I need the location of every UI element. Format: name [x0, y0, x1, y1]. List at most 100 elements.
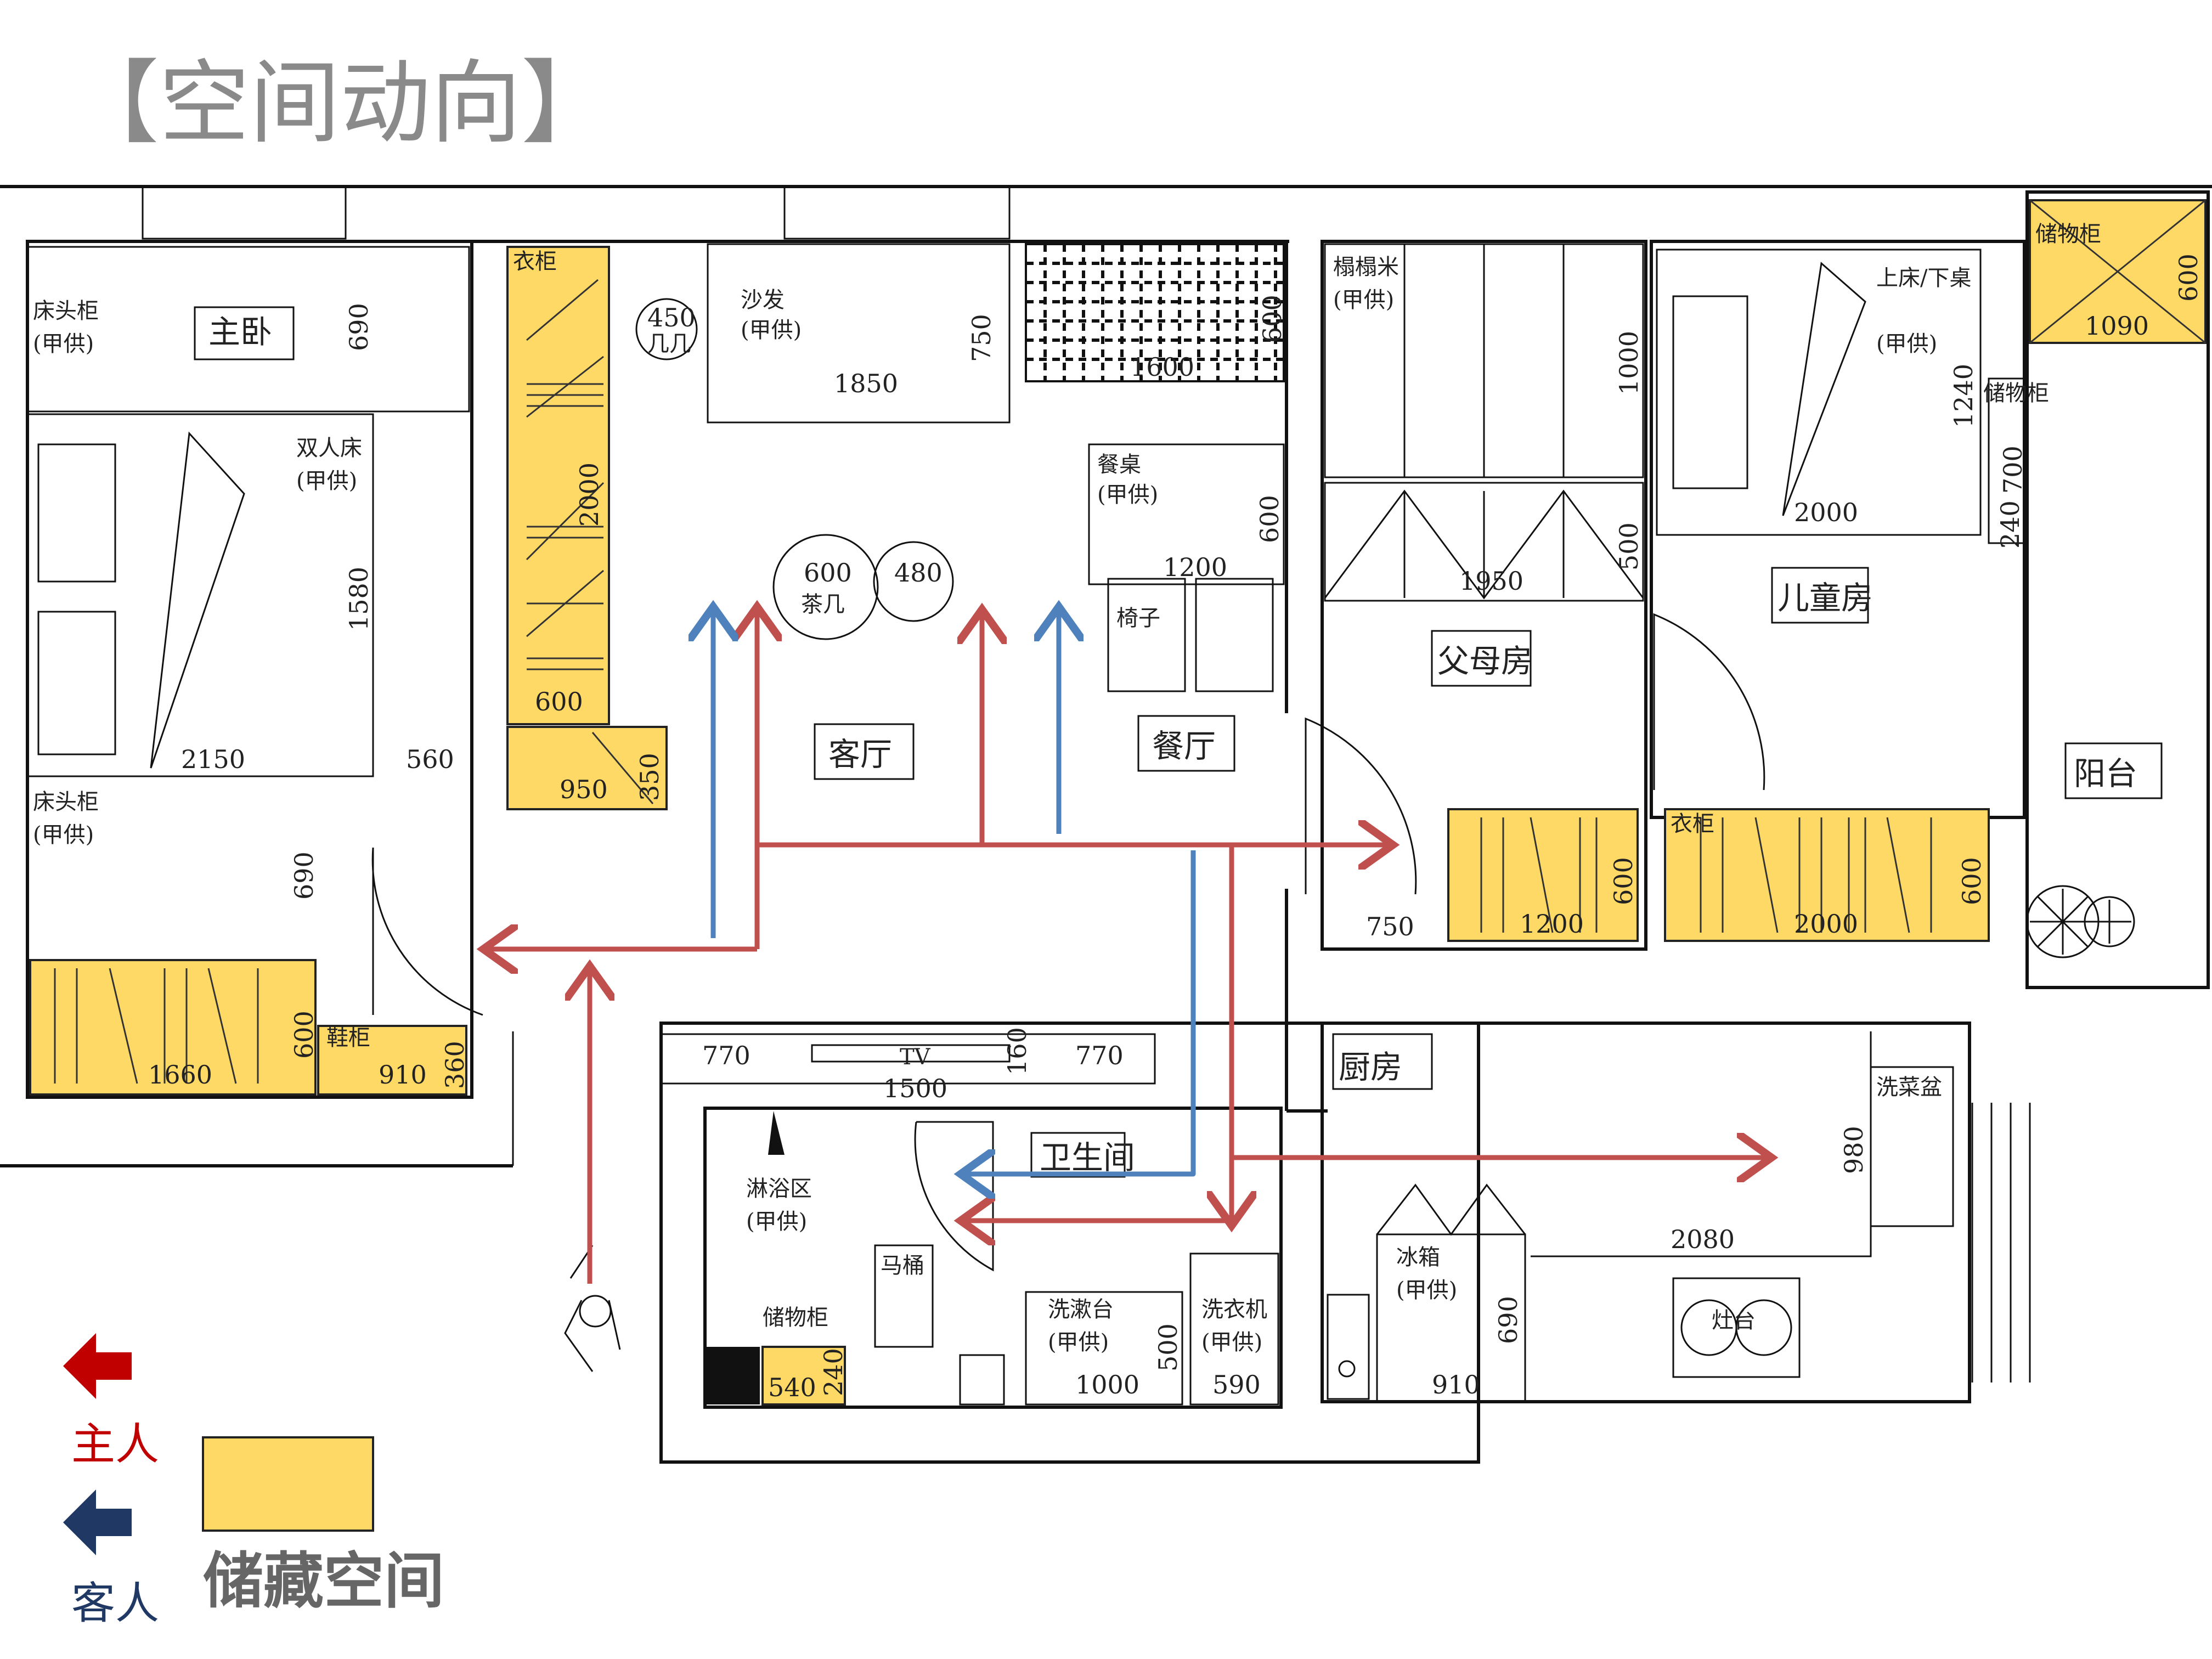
dim-label: 600	[289, 1011, 319, 1059]
dim-label: 500	[1153, 1323, 1183, 1372]
window-2	[783, 185, 1011, 240]
storage-cab-label: 储物柜	[1983, 381, 2049, 406]
dim-label: 1850	[834, 369, 898, 398]
side-table	[635, 298, 698, 360]
dim-label: 690	[344, 303, 374, 351]
dim-label: 240	[819, 1348, 848, 1396]
bedside-label: 床头柜	[33, 298, 99, 324]
sofa	[707, 243, 1011, 424]
door-swing	[1305, 717, 1417, 895]
dining-table-label: 餐桌	[1097, 452, 1141, 477]
dim-label: 540	[768, 1373, 816, 1402]
item-tag: (甲供)	[33, 331, 94, 357]
legend: 主人 客人 储藏空间	[63, 1333, 444, 1629]
guest-flow-arrows	[713, 612, 1196, 1174]
storage-master-wardrobe: 1660 600 鞋柜 910 360	[29, 959, 470, 1096]
chair-label: 椅子	[1116, 606, 1160, 631]
dim-label: 360	[440, 1041, 470, 1089]
dim-label: 600	[2174, 253, 2203, 302]
living-dining: 沙发 (甲供) 1850 750 450 几几 600 480 茶几 客厅 16…	[472, 240, 1417, 1113]
item-tag: (甲供)	[1201, 1330, 1262, 1355]
dim-label: 1600	[1130, 352, 1194, 382]
dim-label: 600	[535, 687, 583, 716]
dim-label: 600	[804, 558, 852, 588]
dim-label: 950	[560, 775, 608, 804]
legend-storage-label: 储藏空间	[203, 1546, 444, 1616]
door-swing	[1653, 613, 1765, 791]
balcony: 储物柜 1090 600 阳台	[2025, 190, 2210, 989]
dim-label: 750	[1366, 912, 1414, 941]
storage-living-wardrobe: 衣柜 2000 600 950 350	[506, 246, 668, 810]
dim-label: 2150	[181, 744, 245, 774]
cooktop-label: 灶台	[1712, 1308, 1756, 1333]
item-tag: (甲供)	[1333, 287, 1394, 313]
parents-room: 榻榻米 (甲供) 1000 500 1950 父母房 750	[1321, 240, 1647, 951]
dim-label: 1500	[883, 1074, 947, 1103]
storage-cab-label: 储物柜	[763, 1305, 828, 1330]
tv-label: TV	[900, 1045, 931, 1070]
wardrobe-label: 衣柜	[1671, 811, 1714, 837]
dim-label: 2000	[574, 462, 604, 527]
dim-label: 1200	[1163, 552, 1227, 582]
item-tag: (甲供)	[296, 469, 357, 494]
fridge-label: 冰箱	[1396, 1245, 1440, 1270]
coffee-table-label: 茶几	[801, 592, 845, 617]
kitchen: 厨房 洗菜盆 980 2080 灶台 冰箱 (甲供) 910 690	[659, 1022, 2031, 1464]
item-tag: (甲供)	[746, 1209, 807, 1234]
wash-basin	[1025, 1291, 1183, 1406]
dim-label: 2080	[1671, 1224, 1735, 1254]
sofa-label: 沙发	[741, 287, 785, 313]
dim-label: 980	[1839, 1126, 1869, 1174]
dim-label: 1090	[2085, 311, 2149, 341]
double-bed	[26, 413, 374, 777]
dim-label: 350	[635, 753, 664, 801]
item-tag: (甲供)	[1396, 1278, 1457, 1303]
storage-kids-wardrobe: 衣柜 2000 600	[1664, 808, 1990, 942]
room-label-balcony: 阳台	[2074, 755, 2137, 792]
washer-label: 洗衣机	[1201, 1297, 1267, 1322]
legend-host-label: 主人	[71, 1419, 159, 1470]
dim-label: 1580	[344, 567, 374, 631]
dim-label: 240	[1995, 500, 2025, 549]
person-icon	[564, 1245, 621, 1372]
dining-table	[1088, 443, 1285, 585]
bed-desk-label: 上床/下桌	[1876, 266, 1971, 291]
plant-icon	[2084, 896, 2135, 947]
dim-label: 1000	[1075, 1370, 1139, 1400]
stairs	[1971, 1103, 2031, 1383]
dim-label: 770	[1075, 1041, 1124, 1070]
dim-label: 560	[406, 744, 454, 774]
item-tag: (甲供)	[1097, 482, 1158, 507]
dim-label: 700	[1998, 445, 2028, 494]
storage-cab-label: 储物柜	[2035, 222, 2101, 247]
outer-walls	[0, 185, 2212, 1167]
window-1	[142, 185, 347, 240]
host-flow-arrows	[488, 612, 1767, 1284]
item-tag: (甲供)	[33, 822, 94, 848]
room-label-kitchen: 厨房	[1339, 1048, 1402, 1086]
host-arrow-icon	[63, 1333, 132, 1399]
room-label-bath: 卫生间	[1040, 1139, 1135, 1176]
dim-label: 2000	[1794, 498, 1858, 527]
chair	[1195, 578, 1274, 692]
dim-label: 750	[967, 314, 996, 362]
dim-label: 600	[1609, 857, 1638, 905]
coffee-table-1	[772, 534, 879, 640]
shower-label: 淋浴区	[746, 1176, 812, 1201]
shower-head-icon	[768, 1111, 785, 1155]
wash-basin-label: 洗漱台	[1048, 1297, 1114, 1322]
toilet	[874, 1244, 934, 1348]
wardrobe-label: 衣柜	[513, 249, 557, 274]
shoe-cab-label: 鞋柜	[326, 1025, 370, 1051]
toilet-label: 马桶	[881, 1253, 924, 1278]
storage-swatch	[202, 1436, 374, 1532]
dim-label: 1000	[1614, 331, 1644, 395]
drain-icon	[959, 1354, 1005, 1406]
door-swing	[914, 1121, 994, 1272]
floor-drain	[705, 1347, 760, 1404]
bedside-label: 床头柜	[33, 789, 99, 815]
page-title: 【空间动向】	[69, 50, 612, 156]
dim-label: 690	[1493, 1296, 1523, 1344]
room-label-parents: 父母房	[1437, 642, 1533, 680]
